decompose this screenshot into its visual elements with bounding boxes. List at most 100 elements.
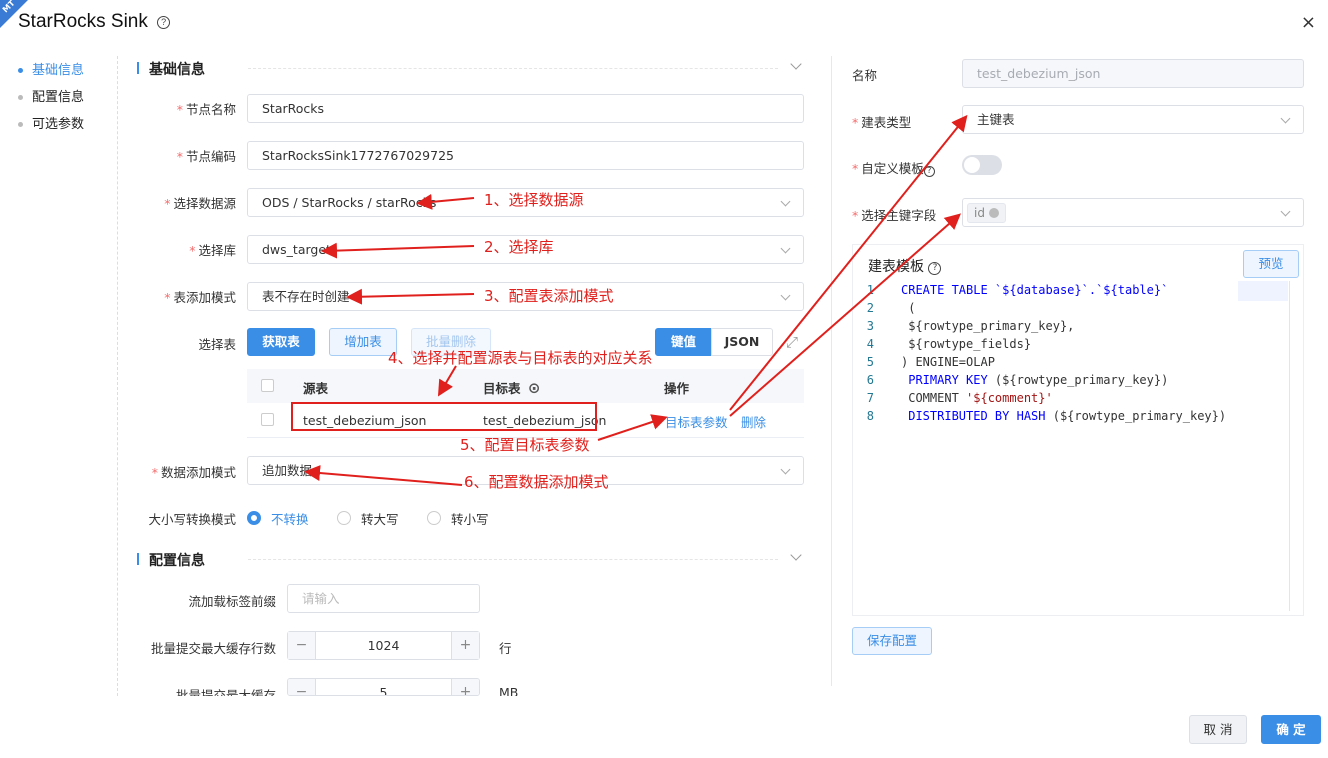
dialog-title-text: StarRocks Sink — [18, 11, 148, 32]
confirm-button[interactable]: 确 定 — [1261, 715, 1321, 744]
table-type-value: 主键表 — [977, 112, 1015, 127]
corner-badge — [0, 0, 28, 28]
database-value: dws_target — [262, 242, 331, 257]
code-line-number: 8 — [866, 409, 874, 423]
batch-rows-stepper[interactable]: − 1024 + — [287, 631, 480, 660]
code-line[interactable]: DISTRIBUTED BY HASH (${rowtype_primary_k… — [901, 409, 1227, 423]
annotation-4: 4、选择并配置源表与目标表的对应关系 — [388, 349, 653, 367]
increment-button[interactable]: + — [451, 679, 479, 695]
preview-button[interactable]: 预览 — [1243, 250, 1299, 278]
node-name-input[interactable]: StarRocks — [247, 94, 804, 123]
delete-link[interactable]: 删除 — [741, 415, 767, 430]
table-type-select[interactable]: 主键表 — [962, 105, 1304, 134]
annotation-6: 6、配置数据添加模式 — [464, 473, 609, 491]
template-editor-panel — [852, 244, 1304, 616]
table-mode-label: *表添加模式 — [164, 290, 236, 305]
annotation-2: 2、选择库 — [484, 238, 554, 256]
stepper-value[interactable]: 5 — [379, 685, 388, 696]
row-checkbox[interactable] — [261, 413, 274, 426]
name-label: 名称 — [852, 68, 878, 83]
pk-field-select[interactable] — [962, 198, 1304, 227]
code-minimap[interactable] — [1238, 281, 1288, 301]
pk-field-label: *选择主键字段 — [852, 208, 937, 223]
fetch-table-button[interactable]: 获取表 — [247, 328, 315, 356]
nav-item-label: 可选参数 — [32, 117, 85, 132]
pk-tag[interactable]: id — [967, 203, 1006, 223]
case-mode-label: 大小写转换模式 — [148, 512, 236, 527]
arrow-3 — [346, 288, 475, 305]
nav-item-basic[interactable]: 基础信息 — [18, 59, 84, 78]
section-title-basic: 基础信息 — [137, 59, 205, 79]
add-table-button[interactable]: 增加表 — [329, 328, 397, 356]
select-all-checkbox[interactable] — [261, 379, 274, 392]
database-select[interactable]: dws_target — [247, 235, 804, 264]
nav-item-optional[interactable]: 可选参数 — [18, 113, 84, 132]
code-line[interactable]: PRIMARY KEY (${rowtype_primary_key}) — [901, 373, 1169, 387]
arrow-5c — [729, 213, 962, 417]
arrow-5b — [729, 114, 968, 411]
col-ops: 操作 — [664, 381, 690, 396]
col-target: 目标表 ⊙ — [483, 379, 541, 397]
radio-label: 转小写 — [451, 512, 489, 527]
code-line-number: 3 — [866, 319, 874, 333]
tag-prefix-label: 流加载标签前缀 — [188, 594, 276, 609]
close-icon[interactable]: × — [1300, 12, 1316, 33]
segment-json-button[interactable]: JSON — [711, 328, 773, 356]
table-mode-value: 表不存在时创建 — [262, 289, 350, 304]
panel-divider — [831, 56, 832, 686]
radio-lower[interactable] — [427, 511, 441, 525]
annotation-5: 5、配置目标表参数 — [460, 436, 590, 454]
decrement-button[interactable]: − — [288, 679, 316, 695]
stepper-value[interactable]: 1024 — [367, 638, 400, 653]
data-mode-select[interactable]: 追加数据 — [247, 456, 804, 485]
code-line[interactable]: COMMENT '${comment}' — [901, 391, 1053, 405]
help-icon[interactable]: ? — [928, 262, 942, 275]
datasource-select[interactable]: ODS / StarRocks / starRocks — [247, 188, 804, 217]
code-line[interactable]: ) ENGINE=OLAP — [901, 355, 995, 369]
node-code-input[interactable]: StarRocksSink1772767029725 — [247, 141, 804, 170]
target-params-link[interactable]: 目标表参数 — [665, 415, 728, 430]
code-scrollbar[interactable] — [1289, 281, 1290, 611]
tag-close-icon[interactable] — [988, 207, 999, 218]
database-label: *选择库 — [189, 243, 236, 258]
code-line[interactable]: ${rowtype_fields} — [901, 337, 1032, 351]
name-input: test_debezium_json — [962, 59, 1304, 88]
code-line-number: 5 — [866, 355, 874, 369]
table-mode-select[interactable]: 表不存在时创建 — [247, 282, 804, 311]
save-config-button[interactable]: 保存配置 — [852, 627, 932, 655]
scroll-mask — [118, 696, 830, 758]
data-mode-label: *数据添加模式 — [151, 465, 236, 480]
increment-button[interactable]: + — [451, 632, 479, 659]
radio-label: 不转换 — [271, 512, 309, 527]
decrement-button[interactable]: − — [288, 632, 316, 659]
row-source: test_debezium_json — [303, 413, 427, 428]
arrow-6 — [304, 465, 463, 486]
custom-template-label: *自定义模板? — [852, 158, 935, 177]
custom-template-toggle[interactable] — [962, 155, 1002, 175]
nav-dot-icon — [18, 122, 23, 127]
arrow-2 — [321, 242, 475, 259]
code-line[interactable]: CREATE TABLE `${database}`.`${table}` — [901, 283, 1169, 297]
highlight-box — [291, 402, 597, 431]
annotation-1: 1、选择数据源 — [484, 191, 584, 209]
help-icon[interactable]: ? — [923, 165, 935, 177]
code-line[interactable]: ( — [901, 301, 916, 315]
code-line-number: 4 — [866, 337, 874, 351]
radio-label: 转大写 — [361, 512, 399, 527]
target-settings-icon[interactable]: ⊙ — [527, 379, 541, 397]
datasource-value: ODS / StarRocks / starRocks — [262, 195, 437, 210]
nav-item-config[interactable]: 配置信息 — [18, 86, 84, 105]
cancel-button[interactable]: 取 消 — [1189, 715, 1247, 744]
segment-kv-button[interactable]: 键值 — [655, 328, 712, 356]
code-line-number: 6 — [866, 373, 874, 387]
nav-dot-icon — [18, 95, 23, 100]
radio-upper[interactable] — [337, 511, 351, 525]
code-line[interactable]: ${rowtype_primary_key}, — [901, 319, 1075, 333]
batch-delete-button[interactable]: 批量删除 — [411, 328, 491, 356]
tag-prefix-input[interactable]: 请输入 — [287, 584, 480, 613]
code-line-number: 2 — [866, 301, 874, 315]
radio-no-convert[interactable] — [247, 511, 261, 525]
batch-size-stepper[interactable]: − 5 + — [287, 678, 480, 696]
help-icon[interactable]: ? — [157, 16, 171, 29]
